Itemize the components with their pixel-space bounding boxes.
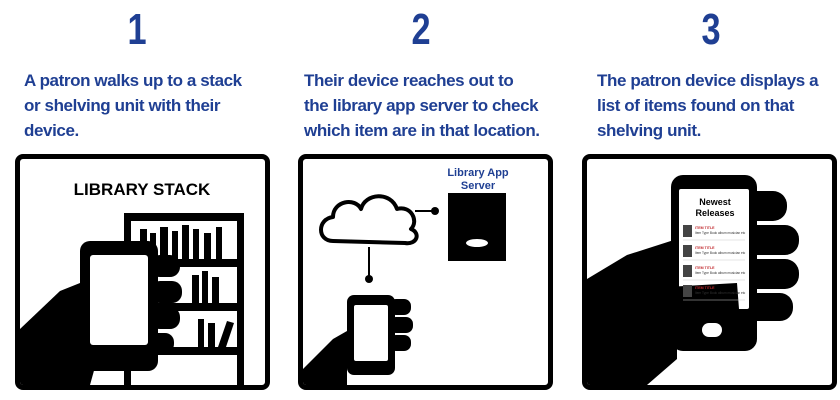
step-3-line-3: shelving unit.: [597, 121, 701, 140]
item-thumbnail: [683, 265, 692, 277]
library-stack-illustration: LIBRARY STACK: [20, 180, 244, 385]
item-description: Item Type Book album musician etc: [695, 231, 746, 235]
step-1-panel: LIBRARY STACK: [15, 154, 270, 390]
screen-title-line-1: Newest: [699, 197, 731, 207]
item-description: Item Type Book album musician etc: [695, 291, 746, 295]
hand-holding-phone-icon: [303, 295, 413, 385]
step-2-description: Their device reaches out to the library …: [304, 68, 540, 143]
step-1-line-2: or shelving unit with their: [24, 96, 221, 115]
step-2-line-2: the library app server to check: [304, 96, 539, 115]
connection-node-icon: [431, 207, 439, 215]
connection-node-icon: [365, 275, 373, 283]
server-connection-illustration: Library App Server: [303, 167, 509, 385]
server-label-line-1: Library App: [447, 167, 509, 179]
step-2-line-1: Their device reaches out to: [304, 71, 514, 90]
item-description: Item Type Book album musician etc: [695, 271, 746, 275]
step-2-line-3: which item are in that location.: [304, 121, 540, 140]
item-title: ITEM TITLE: [695, 246, 715, 250]
item-title: ITEM TITLE: [695, 266, 715, 270]
thumb-icon: [627, 283, 739, 359]
library-stack-label: LIBRARY STACK: [74, 180, 211, 199]
server-icon: [448, 193, 506, 261]
item-thumbnail: [683, 225, 692, 237]
step-2-panel: Library App Server: [298, 154, 553, 390]
item-thumbnail: [683, 285, 692, 297]
step-3-line-2: list of items found on that: [597, 96, 794, 115]
server-label-line-2: Server: [461, 180, 496, 192]
step-1-line-1: A patron walks up to a stack: [24, 71, 242, 90]
step-3-number: 3: [701, 5, 721, 54]
step-3-line-1: The patron device displays a: [597, 71, 819, 90]
hand-holding-phone-icon: [20, 241, 182, 385]
step-3-description: The patron device displays a list of ite…: [597, 68, 819, 143]
step-1-line-3: device.: [24, 121, 79, 140]
step-1-description: A patron walks up to a stack or shelving…: [24, 68, 242, 143]
item-title: ITEM TITLE: [695, 226, 715, 230]
screen-title-line-2: Releases: [695, 208, 734, 218]
item-thumbnail: [683, 245, 692, 257]
item-title: ITEM TITLE: [695, 286, 715, 290]
item-description: Item Type Book album musician etc: [695, 251, 746, 255]
step-1-number: 1: [127, 5, 147, 54]
step-2-number: 2: [411, 5, 431, 54]
cloud-icon: [319, 194, 419, 246]
